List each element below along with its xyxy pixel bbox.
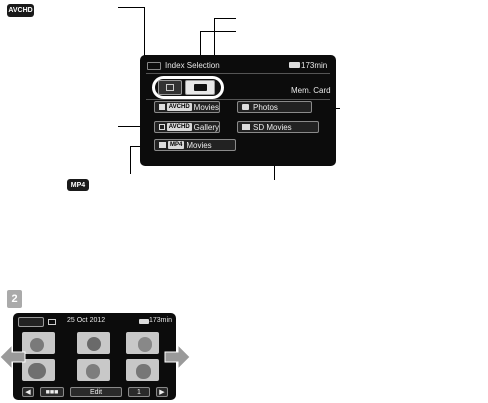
callout-line xyxy=(130,146,140,147)
photo-icon xyxy=(242,104,249,110)
callout-line xyxy=(214,18,236,19)
thumbnail[interactable] xyxy=(22,332,55,354)
edit-button[interactable]: Edit xyxy=(70,387,122,397)
index-screen: 25 Oct 2012 173min ◀ ■■■ Edit 1 ▶ xyxy=(13,313,176,400)
gallery-icon xyxy=(159,124,165,130)
photos-label: Photos xyxy=(253,102,278,112)
built-in-memory-icon xyxy=(166,84,174,91)
callout-line xyxy=(130,146,131,174)
avchd-movies-label: Movies xyxy=(193,102,219,112)
thumbnail[interactable] xyxy=(126,332,159,354)
thumbnail-figure xyxy=(28,363,46,379)
battery-time: 173min xyxy=(149,317,172,324)
thumbnail-figure xyxy=(86,364,100,379)
sd-movies-button[interactable]: SD Movies xyxy=(237,121,319,133)
playback-mode-icon xyxy=(147,62,161,70)
battery-icon xyxy=(139,319,149,324)
callout-line xyxy=(200,31,201,76)
avchd-movies-button[interactable]: AVCHD Movies xyxy=(154,101,220,113)
avchd-gallery-button[interactable]: AVCHD Gallery xyxy=(154,121,220,133)
callout-line xyxy=(214,18,215,76)
movie-icon xyxy=(159,142,166,148)
thumbnail-figure xyxy=(138,337,152,352)
index-selection-screen: Index Selection 173min Mem. Card AVCHD M… xyxy=(140,55,336,166)
previous-page-button[interactable]: ◀ xyxy=(22,387,34,397)
thumbnail-figure xyxy=(136,364,151,379)
memory-label: Mem. Card xyxy=(291,86,331,95)
screen-title: Index Selection xyxy=(165,61,220,70)
built-in-memory-tab[interactable] xyxy=(158,80,182,95)
mp4-movies-label: Movies xyxy=(186,140,212,150)
swipe-left-arrow-icon xyxy=(0,344,26,370)
avchd-format-icon: AVCHD xyxy=(166,103,192,111)
avchd-gallery-label: Gallery xyxy=(193,122,219,132)
thumbnail[interactable] xyxy=(22,359,55,381)
sd-card-icon xyxy=(194,84,207,91)
movie-icon xyxy=(159,104,165,110)
sd-movie-icon xyxy=(242,124,250,130)
tabs-divider xyxy=(146,99,330,100)
thumbnail-figure xyxy=(87,337,101,351)
sd-card-icon xyxy=(48,319,56,325)
swipe-right-arrow-icon xyxy=(164,344,190,370)
page-number: 1 xyxy=(128,387,150,397)
memory-card-tab[interactable] xyxy=(185,80,215,95)
index-date: 25 Oct 2012 xyxy=(67,317,106,324)
avchd-badge: AVCHD xyxy=(7,4,34,17)
battery-time: 173min xyxy=(301,61,328,70)
avchd-format-icon: AVCHD xyxy=(166,123,192,131)
callout-line xyxy=(118,7,145,8)
callout-line xyxy=(200,31,236,32)
callout-line xyxy=(118,126,140,127)
header-divider xyxy=(146,73,330,74)
step-number-badge: 2 xyxy=(7,290,22,308)
thumbnail[interactable] xyxy=(77,359,110,381)
grid-view-button[interactable]: ■■■ xyxy=(40,387,64,397)
photos-button[interactable]: Photos xyxy=(237,101,312,113)
next-page-button[interactable]: ▶ xyxy=(156,387,168,397)
index-selection-button[interactable] xyxy=(18,317,44,327)
mp4-badge: MP4 xyxy=(67,179,89,191)
thumbnail[interactable] xyxy=(77,332,110,354)
battery-icon xyxy=(289,62,300,68)
sd-movies-label: SD Movies xyxy=(253,122,292,132)
thumbnail-figure xyxy=(30,338,44,352)
mp4-movies-button[interactable]: MP4 Movies xyxy=(154,139,236,151)
thumbnail[interactable] xyxy=(126,359,159,381)
mp4-format-icon: MP4 xyxy=(168,141,185,149)
